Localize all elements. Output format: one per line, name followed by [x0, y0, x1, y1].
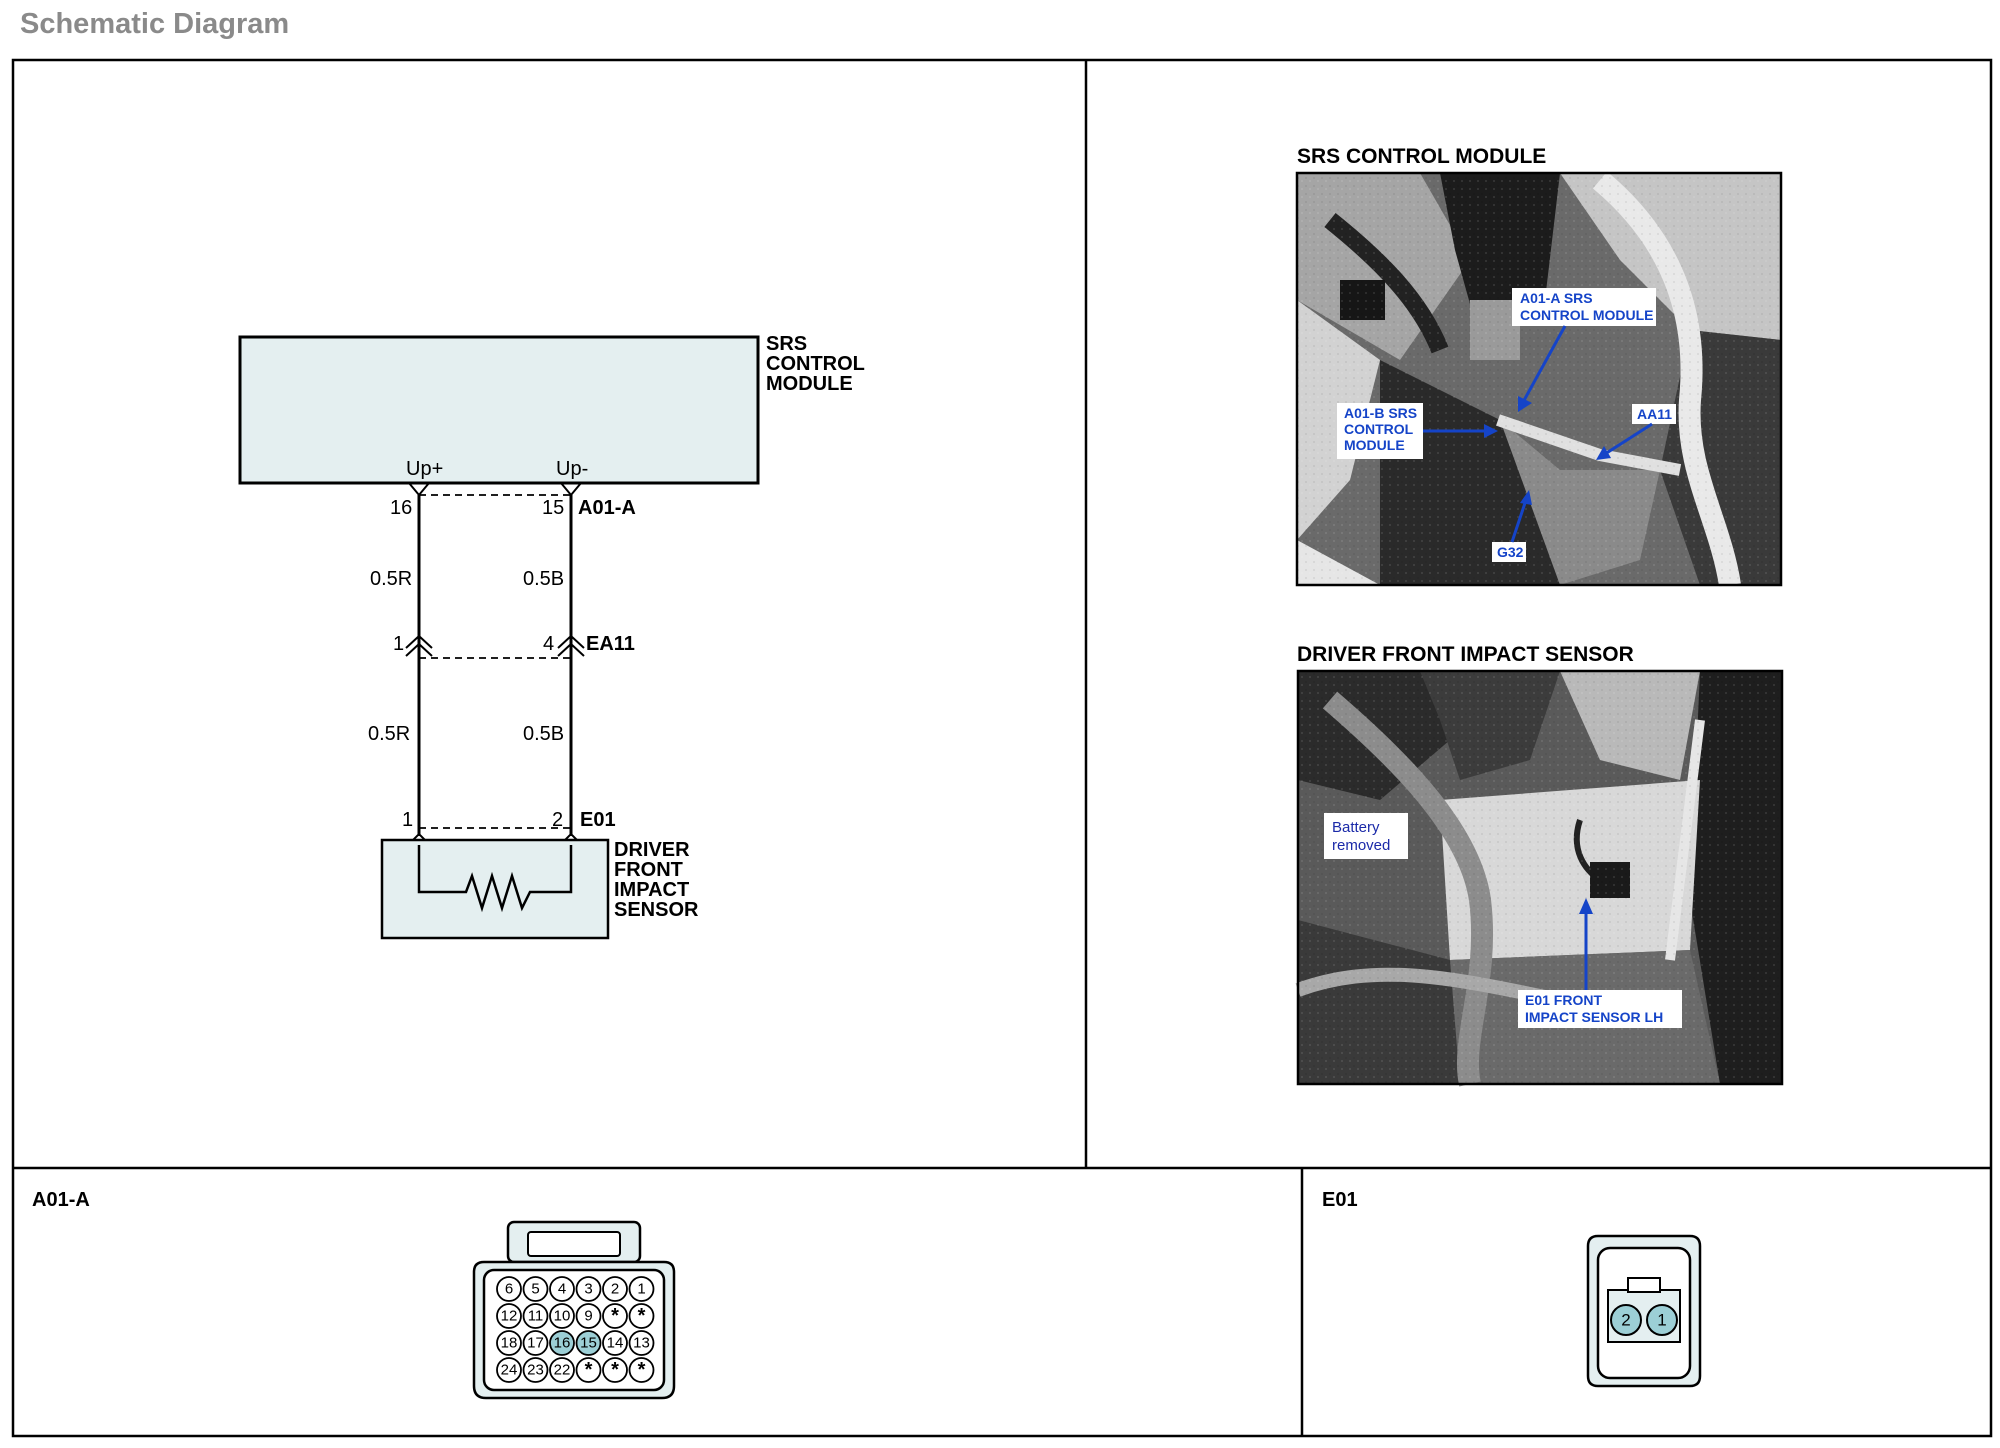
wires [417, 495, 573, 836]
a01a-pin-label: * [638, 1359, 646, 1381]
a01a-pin-label: 14 [607, 1335, 624, 1352]
a01a-pin-label: 4 [558, 1281, 566, 1298]
a01a-pin [628, 1357, 655, 1383]
a01a-pin-label: 24 [501, 1362, 518, 1379]
ea11-pin-1: 1 [393, 633, 404, 655]
wire-label-lower-right: 0.5B [523, 723, 564, 745]
a01a-pin-label: 6 [505, 1281, 513, 1298]
callout-battery-removed: Battery removed [1332, 819, 1390, 854]
a01a-pin-label: * [638, 1305, 646, 1327]
a01a-pin-label: * [585, 1359, 593, 1381]
driver-photo-title: DRIVER FRONT IMPACT SENSOR [1297, 643, 1634, 666]
a01a-pin [602, 1330, 628, 1356]
srs-module-label: SRS CONTROL MODULE [766, 333, 870, 395]
a01a-connector-label: A01-A [578, 497, 636, 519]
e01-pin-label: 2 [1621, 1311, 1630, 1330]
wire-label-upper-left: 0.5R [370, 568, 412, 590]
callout-a01b: A01-B SRS CONTROL MODULE [1344, 405, 1421, 453]
e01-face-title: E01 [1322, 1189, 1358, 1211]
a01a-pin-label: 10 [554, 1308, 571, 1325]
diagram-frame [11, 58, 1993, 1438]
connector-ea11-symbol [405, 634, 585, 659]
pin-label-up-plus: Up+ [406, 458, 443, 480]
wire-label-upper-right: 0.5B [523, 568, 564, 590]
a01a-pin [522, 1330, 549, 1356]
srs-photo-callouts: A01-A SRS CONTROL MODULE A01-B SRS CONTR… [1337, 288, 1676, 562]
e01-pin-label: 1 [1657, 1311, 1666, 1330]
e01-pin [1610, 1304, 1642, 1336]
a01a-pin [496, 1303, 522, 1329]
a01a-pin [628, 1330, 655, 1356]
a01a-pin [575, 1303, 602, 1329]
e01-pin-2: 2 [552, 809, 563, 831]
e01-pin [1646, 1304, 1678, 1336]
a01a-pin-label: 22 [554, 1362, 571, 1379]
page-title: Schematic Diagram [20, 8, 289, 40]
a01a-pin [496, 1357, 522, 1383]
a01a-pin [496, 1330, 522, 1356]
e01-pin-1: 1 [402, 809, 413, 831]
a01a-pin-label: 9 [584, 1308, 592, 1325]
a01a-pin [575, 1357, 602, 1383]
a01a-pin [575, 1276, 602, 1302]
ea11-pin-4: 4 [543, 633, 554, 655]
callout-g32: G32 [1497, 544, 1524, 560]
a01a-pin-label: 17 [527, 1335, 544, 1352]
a01a-pin-label: 23 [527, 1362, 544, 1379]
a01a-pin [628, 1303, 655, 1329]
a01a-pin [522, 1276, 549, 1302]
a01a-pin [522, 1357, 549, 1383]
callout-a01a: A01-A SRS CONTROL MODULE [1520, 290, 1654, 323]
a01a-pin [602, 1357, 628, 1383]
a01a-pin [522, 1303, 549, 1329]
e01-connector-label: E01 [580, 809, 616, 831]
sensor-label: DRIVER FRONT IMPACT SENSOR [614, 839, 699, 921]
a01a-pin-16: 16 [390, 497, 412, 519]
a01a-pin-label: 18 [501, 1335, 518, 1352]
a01a-pin [496, 1276, 522, 1302]
a01a-pin [549, 1330, 575, 1356]
a01a-pin [549, 1276, 575, 1302]
srs-control-module-photo: A01-A SRS CONTROL MODULE A01-B SRS CONTR… [1295, 171, 1783, 587]
a01a-pin-grid: 6 5 4 3 2 1 12 11 10 9 * * 18 17 16 15 14 13 24 23 22 * * * [496, 1276, 655, 1383]
a01a-pin [575, 1330, 602, 1356]
wire-label-lower-left: 0.5R [368, 723, 410, 745]
schematic-circuit: SRS CONTROL MODULE Up+ Up- 16 15 A01-A 0… [238, 333, 870, 940]
a01a-pin-label: 11 [528, 1308, 544, 1325]
a01a-face-title: A01-A [32, 1189, 90, 1211]
driver-photo-callouts: Battery removed E01 FRONT IMPACT SENSOR … [1324, 813, 1682, 1028]
a01a-connector-face: 6 5 4 3 2 1 12 11 10 9 * * 18 17 16 15 14 13 24 23 22 * * * [472, 1220, 676, 1400]
a01a-pin [602, 1303, 628, 1329]
a01a-pin-label: 16 [554, 1335, 571, 1352]
driver-front-impact-sensor-photo: Battery removed E01 FRONT IMPACT SENSOR … [1295, 669, 1784, 1087]
a01a-pin-label: 5 [531, 1281, 539, 1298]
resistor-icon [417, 845, 573, 913]
a01a-pin-label: 12 [501, 1308, 518, 1325]
a01a-pin [549, 1303, 575, 1329]
a01a-pin-15: 15 [542, 497, 564, 519]
a01a-pin [602, 1276, 628, 1302]
a01a-pin [628, 1276, 655, 1302]
a01a-pin-label: 1 [637, 1281, 645, 1298]
a01a-pin-label: * [611, 1305, 619, 1327]
a01a-pin-label: 3 [584, 1281, 592, 1298]
a01a-pin-label: 15 [580, 1335, 597, 1352]
callout-aa11: AA11 [1637, 406, 1672, 422]
connector-a01a-symbol [408, 482, 582, 497]
srs-control-module-box [238, 335, 760, 485]
callout-e01-front-impact-sensor: E01 FRONT IMPACT SENSOR LH [1525, 992, 1663, 1025]
a01a-pin-label: * [611, 1359, 619, 1381]
a01a-pin-label: 2 [611, 1281, 619, 1298]
pin-label-up-minus: Up- [556, 458, 588, 480]
srs-photo-title: SRS CONTROL MODULE [1297, 145, 1546, 168]
a01a-pin [549, 1357, 575, 1383]
ea11-connector-label: EA11 [586, 633, 635, 655]
a01a-pin-label: 13 [633, 1335, 650, 1352]
